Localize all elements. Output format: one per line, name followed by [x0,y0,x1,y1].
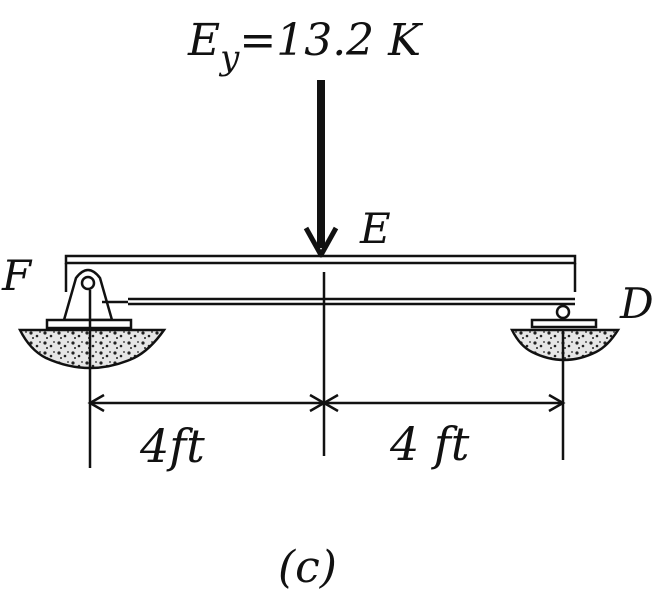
dimension-left: 4ft [139,419,205,473]
dimension-line [87,393,566,413]
load-label: Ey=13.2 K [187,15,423,78]
load-arrow [303,80,339,258]
pin-support-f [17,268,167,370]
figure-caption: (c) [278,542,337,593]
beam [64,254,577,306]
dimension-right: 4 ft [389,417,470,471]
point-label-f: F [1,251,33,300]
point-label-d: D [619,279,654,328]
point-label-e: E [359,204,391,253]
roller-support-d [509,304,621,362]
extension-lines [88,272,565,468]
